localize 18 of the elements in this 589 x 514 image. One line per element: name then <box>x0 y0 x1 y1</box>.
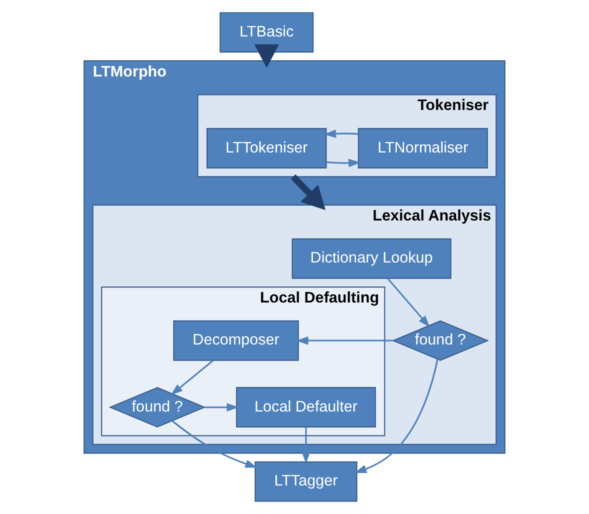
arrow <box>290 174 326 210</box>
arrow <box>204 403 239 412</box>
arrow <box>172 420 258 468</box>
node-diamond: found ? <box>392 320 489 361</box>
node-box: LTNormaliser <box>358 128 488 168</box>
arrow <box>354 359 438 474</box>
node-box: Dictionary Lookup <box>292 238 452 279</box>
node-box: Decomposer <box>173 320 299 361</box>
arrow <box>302 427 310 464</box>
arrow <box>324 129 358 138</box>
node-box: LTTokeniser <box>206 128 327 168</box>
arrow <box>296 336 394 345</box>
arrow <box>254 44 279 68</box>
node-box: LTTagger <box>254 461 358 502</box>
arrow <box>326 158 361 168</box>
node-diamond: found ? <box>108 387 206 428</box>
node-box: Local Defaulter <box>236 387 376 428</box>
arrow <box>170 360 214 396</box>
